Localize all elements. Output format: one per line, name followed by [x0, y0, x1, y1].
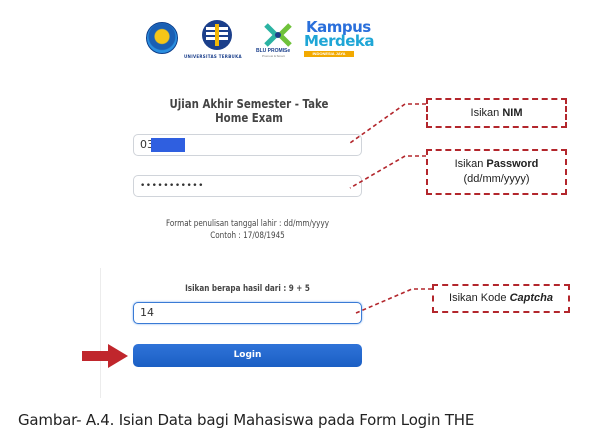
red-arrow-icon	[82, 344, 128, 368]
password-value: •••••••••••	[140, 181, 204, 191]
callout-nim-prefix: Isikan	[470, 107, 503, 119]
callout-nim-bold: NIM	[502, 107, 523, 119]
password-input[interactable]: •••••••••••	[133, 175, 362, 197]
callout-captcha-bold: Captcha	[509, 292, 553, 304]
nim-redaction	[151, 138, 185, 152]
callout-password-bold: Password	[486, 158, 539, 170]
captcha-label: Isikan berapa hasil dari : 9 + 5	[185, 284, 310, 294]
captcha-value: 14	[140, 306, 154, 319]
kemdikbud-logo	[146, 22, 178, 54]
kampus-merdeka-logo-line2: Merdeka	[304, 32, 375, 50]
date-format-hint: Format penulisan tanggal lahir : dd/mm/y…	[165, 219, 330, 229]
form-divider-left	[100, 268, 101, 398]
callout-nim: Isikan NIM	[426, 98, 567, 128]
kampus-merdeka-logo-bar: INDONESIA JAYA	[304, 51, 354, 57]
date-example-hint: Contoh : 17/08/1945	[210, 231, 285, 241]
blu-logo-subtext: Promosi & Smart	[262, 54, 285, 58]
captcha-input[interactable]: 14	[133, 302, 362, 324]
figure-caption: Gambar- A.4. Isian Data bagi Mahasiswa p…	[18, 411, 475, 429]
blu-promise-logo	[264, 23, 292, 47]
ut-logo-text: UNIVERSITAS TERBUKA	[184, 54, 242, 59]
callout-password-format: (dd/mm/yyyy)	[463, 173, 530, 185]
universitas-terbuka-logo	[202, 20, 232, 50]
callout-password: Isikan Password (dd/mm/yyyy)	[426, 149, 567, 195]
login-button[interactable]: Login	[133, 344, 362, 367]
kampus-merdeka-logo-line1: Kampus	[306, 18, 371, 36]
nim-input[interactable]: 030	[133, 134, 362, 156]
exam-title: Ujian Akhir Semester - Take Home Exam	[169, 97, 329, 125]
callout-password-prefix: Isikan	[454, 158, 487, 170]
blu-logo-text: BLU PROMISe	[256, 48, 291, 54]
callout-captcha-prefix: Isikan Kode	[449, 292, 510, 304]
callout-captcha: Isikan Kode Captcha	[432, 284, 570, 313]
